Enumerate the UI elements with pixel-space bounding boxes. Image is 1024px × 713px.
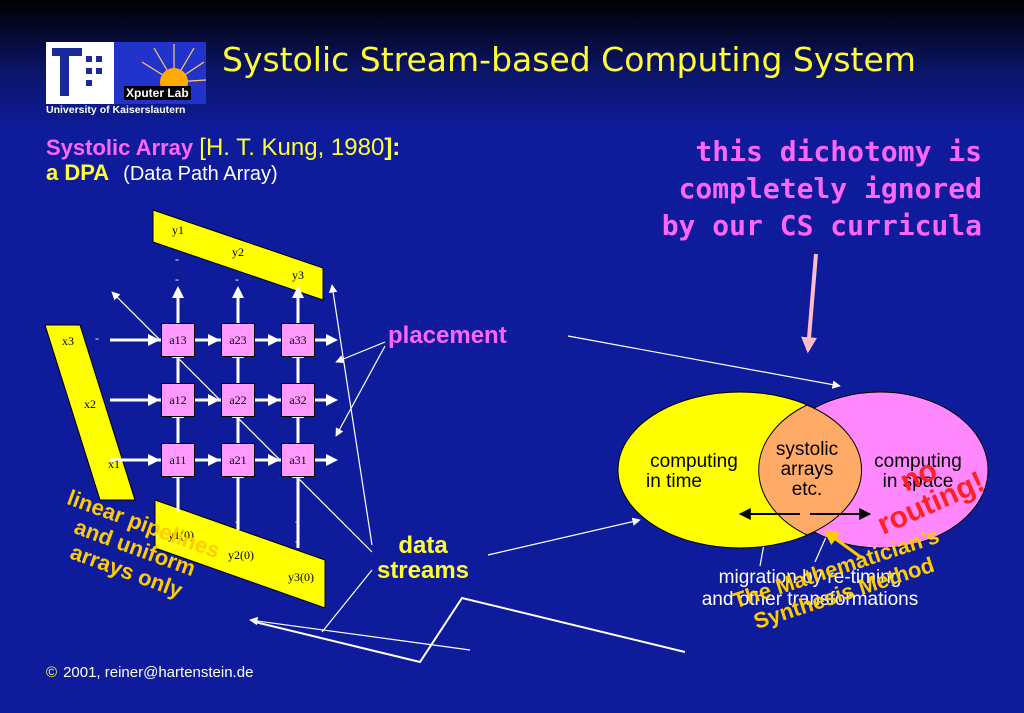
dichotomy-line: by our CS curricula bbox=[661, 209, 982, 242]
pe-cell: a33 bbox=[281, 323, 315, 357]
xputer-lab-logo: Xputer Lab bbox=[114, 42, 206, 104]
dash: - bbox=[235, 514, 239, 528]
venn-center-line: arrays bbox=[780, 459, 834, 480]
copyright-symbol: © bbox=[46, 664, 58, 681]
y-out-label: y1 bbox=[172, 223, 184, 237]
pe-cell: a12 bbox=[161, 383, 195, 417]
pe-cell: a13 bbox=[161, 323, 195, 357]
dash: - bbox=[175, 252, 179, 266]
heading-systolic-array: Systolic Array bbox=[46, 135, 194, 160]
data-streams-label: data streams bbox=[356, 533, 490, 583]
placement-label: placement bbox=[388, 322, 507, 349]
y-in-label: y1(0) bbox=[168, 528, 194, 542]
heading-ref: H. T. Kung, 1980 bbox=[205, 134, 385, 161]
migration-line: and other transformations bbox=[701, 589, 919, 610]
x-input-band bbox=[44, 324, 136, 501]
kaiserslautern-logo bbox=[46, 42, 114, 104]
venn-center-line: systolic bbox=[775, 439, 839, 460]
pe-cell: a21 bbox=[221, 443, 255, 477]
heading-dpa-paren: (Data Path Array) bbox=[123, 163, 278, 185]
data-streams-line: data bbox=[398, 532, 448, 559]
venn-center-label: systolic arrays etc. bbox=[760, 440, 854, 500]
venn-left-line: computing bbox=[650, 451, 738, 472]
heading-line2: a DPA (Data Path Array) bbox=[46, 160, 278, 186]
copyright-text: 2001, reiner@hartenstein.de bbox=[63, 664, 254, 681]
pe-cell: a32 bbox=[281, 383, 315, 417]
y-out-label: y3 bbox=[292, 268, 304, 282]
y-in-label: y3(0) bbox=[288, 570, 314, 584]
venn-right-line: computing bbox=[874, 451, 962, 472]
dash: - bbox=[175, 272, 179, 286]
slide-title: Systolic Stream-based Computing System bbox=[222, 40, 916, 79]
pe-cell: a11 bbox=[161, 443, 195, 477]
heading-line1: Systolic Array [H. T. Kung, 1980]: bbox=[46, 134, 400, 162]
copyright: © 2001, reiner@hartenstein.de bbox=[46, 664, 253, 681]
venn-left-line: in time bbox=[646, 471, 702, 492]
heading-ref-close: ]: bbox=[384, 134, 401, 161]
university-name: University of Kaiserslautern bbox=[46, 104, 186, 116]
x-in-label: x3 bbox=[62, 334, 74, 348]
dash: - bbox=[115, 391, 119, 405]
y-output-band bbox=[152, 209, 324, 301]
dash: - bbox=[295, 514, 299, 528]
dichotomy-line: completely ignored bbox=[678, 172, 982, 205]
migration-note: migration by re-timing and other transfo… bbox=[660, 567, 960, 611]
y-out-label: y2 bbox=[232, 245, 244, 259]
venn-right-line: in space bbox=[882, 471, 954, 492]
dash: - bbox=[95, 331, 99, 345]
dash: - bbox=[115, 331, 119, 345]
venn-center-line: etc. bbox=[791, 479, 823, 500]
x-in-label: x2 bbox=[84, 397, 96, 411]
pe-cell: a22 bbox=[221, 383, 255, 417]
pe-cell: a31 bbox=[281, 443, 315, 477]
venn-right-label: computing in space bbox=[862, 452, 974, 492]
dash: - bbox=[235, 272, 239, 286]
heading-ref-open: [ bbox=[199, 134, 206, 161]
pe-cell: a23 bbox=[221, 323, 255, 357]
x-in-label: x1 bbox=[108, 457, 120, 471]
heading-dpa: a DPA bbox=[46, 160, 110, 185]
dichotomy-line: this dichotomy is bbox=[695, 135, 982, 168]
y-input-band bbox=[154, 499, 326, 609]
migration-line: migration by re-timing bbox=[718, 567, 902, 588]
y-in-label: y2(0) bbox=[228, 548, 254, 562]
venn-overlap bbox=[758, 404, 862, 536]
venn-left-label: computing in time bbox=[630, 452, 758, 492]
lab-name: Xputer Lab bbox=[124, 86, 191, 100]
dichotomy-note: this dichotomy is completely ignored by … bbox=[580, 133, 982, 244]
dash: - bbox=[295, 534, 299, 548]
data-streams-line: streams bbox=[376, 557, 470, 584]
